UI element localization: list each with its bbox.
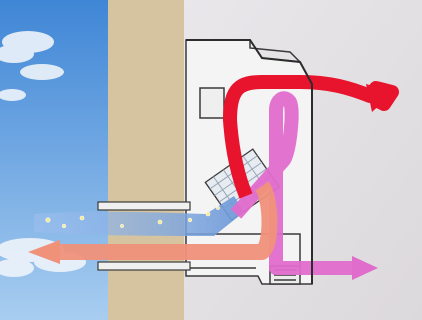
wall-texture <box>108 0 184 320</box>
